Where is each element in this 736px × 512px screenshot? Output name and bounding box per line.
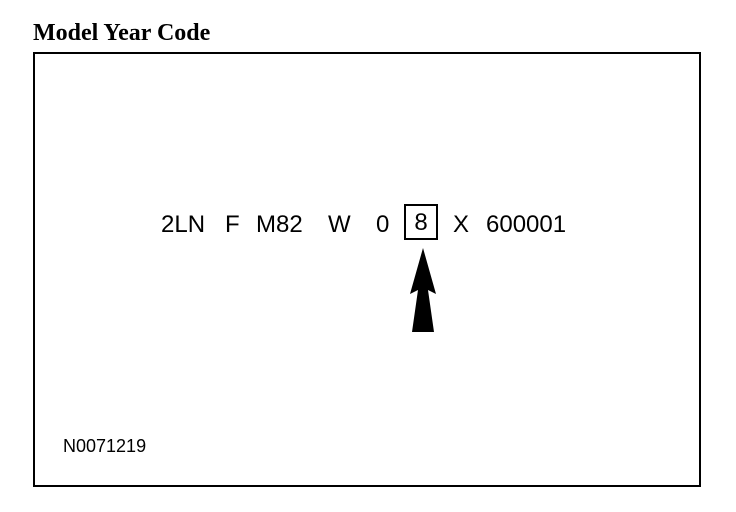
- vin-segment-7: X: [453, 211, 470, 238]
- vin-segment-1: 2LN: [161, 211, 206, 238]
- vin-segment-2: F: [225, 211, 240, 238]
- vin-segment-5: 0: [376, 211, 390, 238]
- model-year-digit: 8: [414, 209, 428, 236]
- vin-segment-8: 600001: [486, 211, 567, 238]
- page-title: Model Year Code: [33, 20, 211, 46]
- vin-segment-4: W: [328, 211, 351, 238]
- reference-code: N0071219: [63, 436, 147, 456]
- pointer-arrow-icon: [410, 248, 436, 332]
- vin-segment-3: M82: [256, 211, 303, 238]
- diagram-frame: [33, 52, 701, 487]
- model-year-highlight-box: [404, 204, 438, 240]
- pointer-arrow-head: [410, 248, 436, 332]
